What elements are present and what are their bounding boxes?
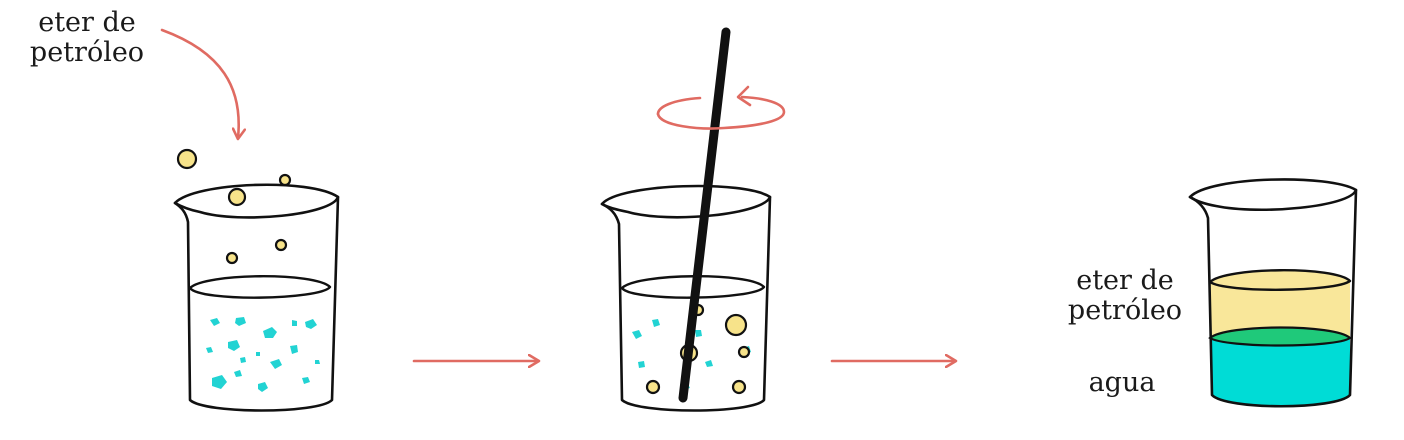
beaker-two-layers-icon: [1188, 178, 1358, 408]
layer-interface: [1208, 326, 1352, 347]
ether-layer: [1210, 270, 1350, 337]
stirring-rod: [678, 27, 731, 403]
label-solvent-top-line1: eter de: [38, 7, 136, 38]
ether-particles-2: [645, 303, 751, 395]
beaker-with-particles-icon: [173, 148, 340, 412]
ether-particles: [176, 148, 292, 265]
pour-arrow-icon: [160, 28, 239, 138]
label-water-layer: agua: [1088, 367, 1156, 398]
circular-rotation-arrow-icon: [656, 95, 786, 130]
label-ether-layer: eter de petróleo: [1060, 266, 1190, 326]
beaker-with-stirring-rod-icon: [600, 27, 786, 412]
label-ether-layer-line2: petróleo: [1067, 295, 1183, 326]
water-particles: [206, 317, 320, 392]
label-solvent-top-line2: petróleo: [29, 37, 145, 68]
label-solvent-top: eter de petróleo: [22, 8, 152, 68]
label-ether-layer-line1: eter de: [1076, 265, 1174, 296]
water-layer: [1210, 338, 1350, 407]
